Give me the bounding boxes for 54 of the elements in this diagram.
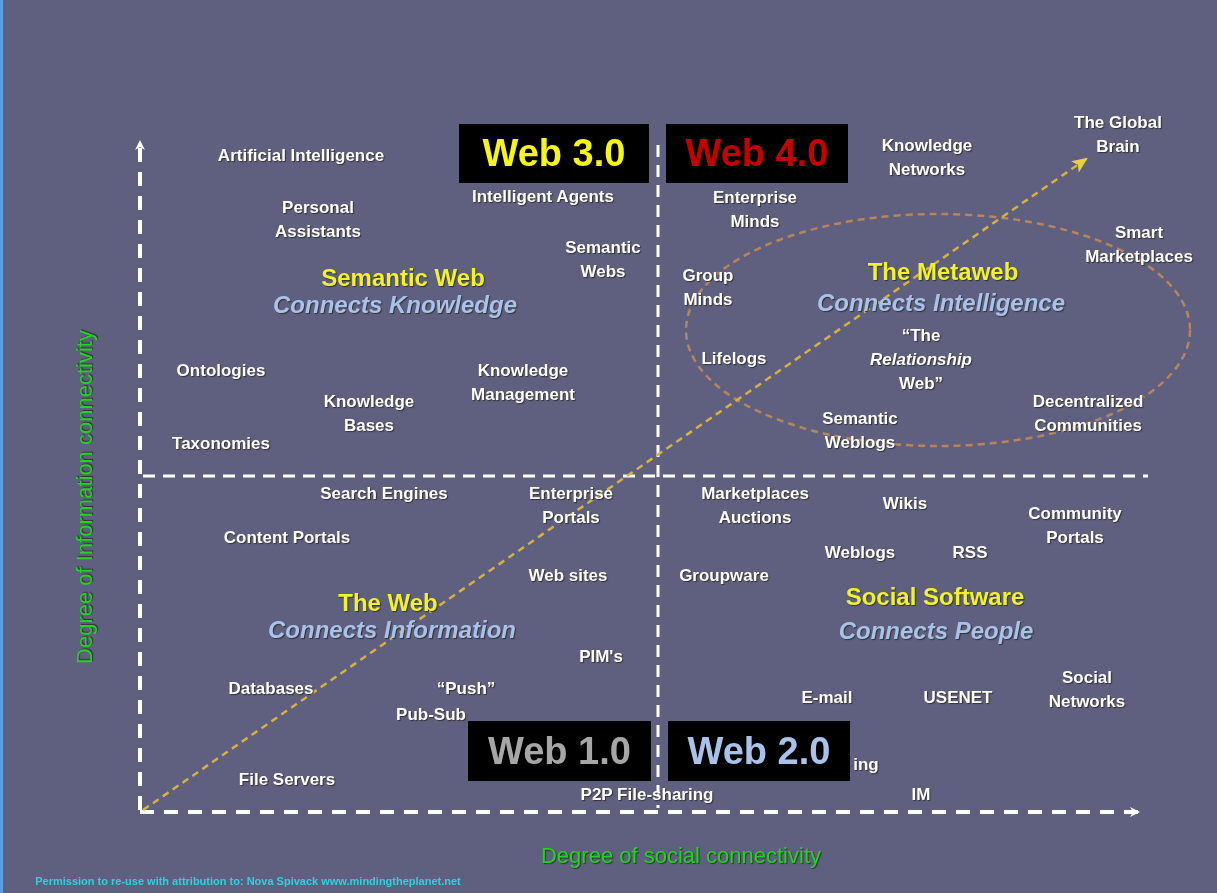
term-label: Databases bbox=[227, 678, 315, 700]
term-label: Community Portals bbox=[1027, 503, 1123, 549]
term-label: ing bbox=[852, 754, 880, 776]
term-label: Artificial Intelligence bbox=[216, 145, 386, 167]
term-label: USENET bbox=[922, 687, 994, 709]
term-label: Content Portals bbox=[222, 527, 352, 549]
term-label: P2P File-sharing bbox=[579, 784, 715, 806]
term-label: IM bbox=[910, 784, 932, 806]
term-label: Search Engines bbox=[319, 483, 449, 505]
term-label: “The Relationship Web” bbox=[869, 325, 973, 395]
quadrant-subtitle: Connects Information bbox=[268, 616, 516, 644]
version-box: Web 4.0 bbox=[666, 124, 848, 183]
term-label: E-mail bbox=[800, 687, 854, 709]
quadrant-title: Semantic Web bbox=[321, 264, 485, 292]
term-label: Smart Marketplaces bbox=[1084, 222, 1194, 268]
term-label: Decentralized Communities bbox=[1031, 391, 1145, 437]
term-label: Taxonomies bbox=[171, 433, 271, 455]
quadrant-subtitle: Connects Intelligence bbox=[816, 289, 1066, 317]
axis-title: Degree of social connectivity bbox=[541, 844, 821, 868]
term-label: Pub-Sub bbox=[395, 704, 467, 726]
quadrant-subtitle: Connects Knowledge bbox=[273, 291, 517, 319]
term-label: Marketplaces Auctions bbox=[700, 483, 810, 529]
term-label: Social Networks bbox=[1047, 667, 1127, 713]
term-label: Web sites bbox=[527, 565, 609, 587]
axis-title: Degree of Information connectivity bbox=[73, 330, 97, 664]
term-label: Knowledge Bases bbox=[322, 391, 416, 437]
term-label: Knowledge Management bbox=[470, 360, 576, 406]
version-box: Web 3.0 bbox=[459, 124, 649, 183]
term-label: Group Minds bbox=[681, 265, 735, 311]
term-label: Ontologies bbox=[175, 360, 267, 382]
term-label: Semantic Weblogs bbox=[821, 408, 899, 454]
term-label: Lifelogs bbox=[700, 348, 768, 370]
term-label: Knowledge Networks bbox=[880, 135, 974, 181]
term-label: Semantic Webs bbox=[564, 237, 642, 283]
term-label: Groupware bbox=[678, 565, 770, 587]
quadrant-title: The Web bbox=[338, 589, 438, 617]
term-label: Personal Assistants bbox=[274, 197, 362, 243]
trend-arrow bbox=[142, 157, 1088, 812]
term-label: RSS bbox=[951, 542, 989, 564]
version-box: Web 2.0 bbox=[668, 721, 850, 781]
term-label: Enterprise Portals bbox=[527, 483, 615, 529]
quadrant-title: The Metaweb bbox=[867, 258, 1019, 286]
term-label: Weblogs bbox=[823, 542, 897, 564]
quadrant-subtitle: Connects People bbox=[838, 617, 1034, 645]
term-label: PIM's bbox=[578, 646, 624, 668]
term-label: File Servers bbox=[237, 769, 337, 791]
term-label: Intelligent Agents bbox=[471, 186, 615, 208]
version-box: Web 1.0 bbox=[468, 721, 651, 781]
term-label: Enterprise Minds bbox=[711, 187, 799, 233]
term-label: Wikis bbox=[881, 493, 929, 515]
term-label: The Global Brain bbox=[1063, 111, 1173, 159]
quadrant-title: Social Software bbox=[845, 583, 1025, 611]
term-label: “Push” bbox=[435, 678, 497, 700]
attribution-note: Permission to re-use with attribution to: Nova Spivack www.mindingtheplanet.net bbox=[35, 874, 461, 888]
